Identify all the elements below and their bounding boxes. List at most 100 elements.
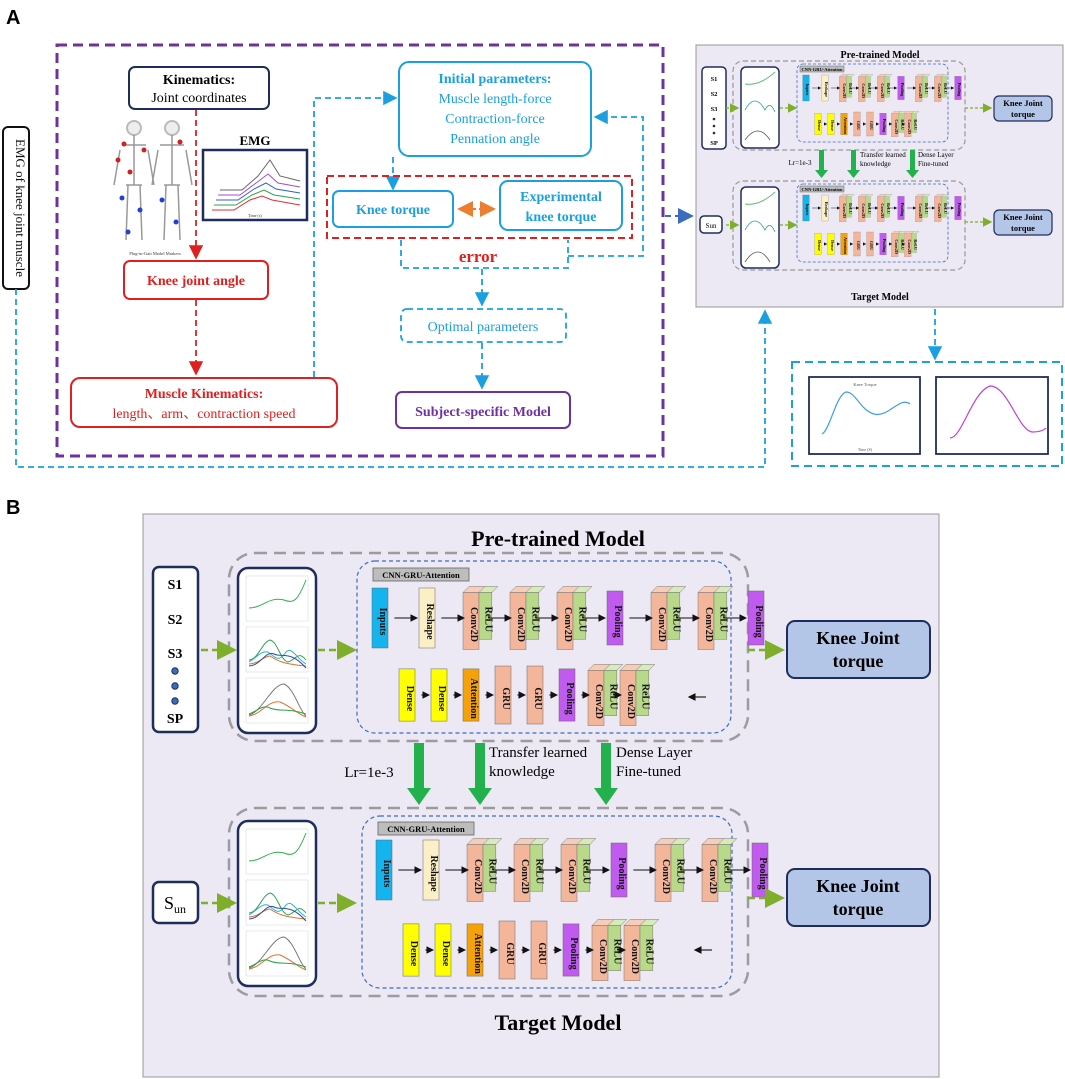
mini-input-s3: S3 (711, 106, 719, 113)
init-params-line-1: Muscle length-force (438, 92, 551, 107)
mini-transfer-panel: Pre-trained Model Target Model S1 S2 S3 … (695, 44, 1064, 308)
layer-label: ReLU (529, 607, 540, 633)
pretrained-cnn-frame (356, 560, 732, 734)
layer-label: Conv2D (515, 607, 526, 642)
layer-conv2d-relu (466, 838, 503, 902)
layer-label: Attention (843, 237, 848, 255)
layer-pooling (606, 590, 624, 646)
feedback-loop (568, 109, 644, 257)
layer-label: Pooling (882, 119, 887, 133)
target-signal-box (236, 819, 318, 988)
emg-image: EMG Time (s) (201, 133, 309, 222)
mini-cnn-label-top: CNN-GRU-Attention (802, 67, 843, 72)
layer-pooling (562, 923, 580, 977)
mini-dense-1: Dense Layer (918, 151, 954, 159)
skeleton-illustration: Plug-in-Gait Model Markers (113, 120, 193, 256)
layer-label: GRU (856, 121, 861, 130)
layer-label: ReLU (717, 607, 728, 633)
layer-label: Conv2D (894, 119, 899, 134)
layer-label: ReLU (607, 684, 618, 710)
layer-conv2d-relu (934, 74, 950, 102)
layer-label: ReLU (639, 684, 650, 710)
layer-conv2d-relu (839, 74, 855, 102)
layer-inputs (371, 587, 389, 649)
layer-label: Conv2D (842, 83, 847, 98)
layer-label: Inputs (381, 860, 392, 888)
layer-label: ReLU (886, 83, 891, 94)
layer-label: Conv2D (707, 859, 718, 894)
transfer-label-1: Transfer learned (489, 745, 588, 761)
layer-label: ReLU (643, 939, 654, 965)
layer-reshape (821, 74, 829, 102)
pretrained-cnn-label: CNN-GRU-Attention (382, 570, 460, 580)
kinematics-box: Kinematics: Joint coordinates (128, 66, 270, 110)
target-output-box: Knee Joint torque (786, 868, 931, 927)
layer-label: Pooling (616, 857, 627, 889)
mini-target-title: Target Model (851, 292, 909, 303)
layer-label: Conv2D (703, 607, 714, 642)
layer-label: ReLU (900, 119, 905, 130)
layer-label: Dense (440, 941, 451, 967)
layer-dense (827, 233, 835, 255)
knee-joint-angle-label: Knee joint angle (147, 274, 245, 289)
panel-b: B Pre-trained Model Target Model S1 S2 S… (6, 497, 940, 1078)
layer-label: ReLU (913, 119, 918, 130)
layer-gru (526, 665, 544, 725)
error-label: error (459, 247, 498, 266)
layer-pooling (897, 196, 905, 220)
panel-a-label: A (6, 7, 20, 29)
layer-label: ReLU (848, 203, 853, 214)
layer-attention (462, 668, 480, 722)
layer-label: Attention (472, 933, 483, 974)
layer-label: Inputs (805, 84, 810, 96)
layer-label: Pooling (753, 605, 764, 637)
comparison-frame (326, 175, 633, 239)
muscle-kin-sub: length、arm、contraction speed (112, 407, 295, 422)
mini-output-top-2: torque (1011, 109, 1035, 119)
muscle-kin-title: Muscle Kinematics: (145, 387, 264, 402)
layer-label: Pooling (612, 605, 623, 637)
layer-label: Dense (408, 941, 419, 967)
layer-label: ReLU (943, 203, 948, 214)
layer-label: Conv2D (880, 83, 885, 98)
layer-label: Attention (468, 678, 479, 719)
layer-label: Conv2D (593, 684, 604, 719)
layer-label: Conv2D (861, 203, 866, 218)
layer-label: Conv2D (907, 239, 912, 254)
layer-dense (827, 113, 835, 135)
layer-label: GRU (856, 241, 861, 250)
mini-lr-label: Lr=1e-3 (789, 159, 812, 167)
layer-label: Conv2D (625, 684, 636, 719)
layer-label: Conv2D (519, 859, 530, 894)
pretrained-title: Pre-trained Model (471, 526, 645, 551)
result-plot-1-title: Knee Torque (853, 382, 876, 387)
layer-conv2d-relu (904, 231, 920, 257)
layer-attention (840, 113, 848, 135)
pretrained-output-box: Knee Joint torque (786, 620, 931, 679)
subject-specific-model-box: Subject-specific Model (395, 391, 571, 429)
layer-label: GRU (536, 942, 547, 964)
layer-label: Conv2D (918, 203, 923, 218)
layer-label: ReLU (580, 859, 591, 885)
arrow-muscle-to-init (313, 90, 398, 377)
layer-gru (498, 920, 516, 980)
layer-label: Conv2D (842, 203, 847, 218)
mini-output-bottom-1: Knee Joint (1003, 212, 1043, 222)
layer-label: Dense (830, 120, 835, 131)
layer-label: Conv2D (918, 83, 923, 98)
layer-conv2d-relu (654, 838, 691, 902)
layer-conv2d-relu (560, 838, 597, 902)
layer-dense (430, 668, 448, 722)
panel-b-label: B (6, 497, 20, 519)
layer-reshape (821, 194, 829, 222)
layer-gru (853, 231, 861, 257)
layer-label: ReLU (486, 859, 497, 885)
layer-label: Dense (436, 686, 447, 712)
layer-label: Reshape (428, 855, 439, 892)
knee-torque-box: Knee torque (332, 190, 454, 228)
layer-label: Conv2D (660, 859, 671, 894)
optimal-parameters-label: Optimal parameters (428, 320, 539, 335)
